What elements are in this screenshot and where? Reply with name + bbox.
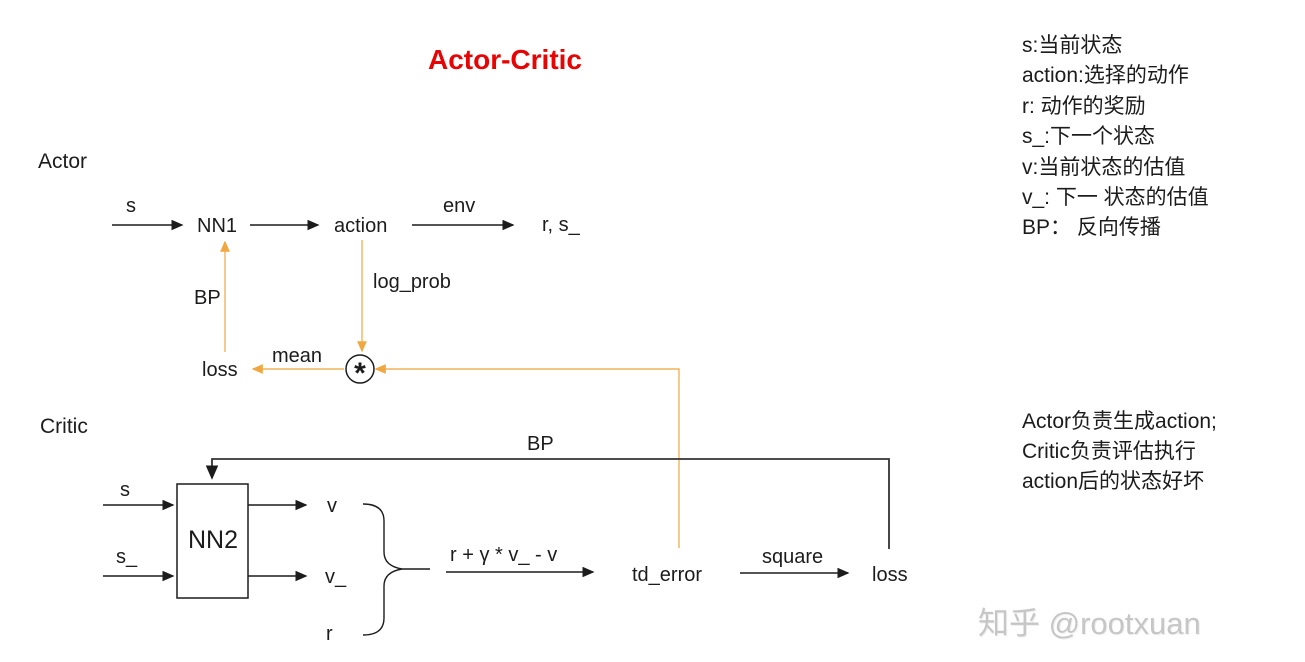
critic-state-label: s — [120, 479, 130, 501]
nn1-label: NN1 — [197, 215, 237, 237]
reward-next-state-label: r, s_ — [542, 214, 581, 236]
actor-section-label: Actor — [38, 150, 87, 173]
actor-loss-label: loss — [202, 359, 238, 381]
nn2-box — [176, 483, 249, 599]
v-label: v — [327, 495, 337, 517]
note-line-3: action后的状态好坏 — [1022, 470, 1205, 493]
multiply-symbol: * — [354, 357, 366, 390]
action-label: action — [334, 215, 387, 237]
actor-bp-label: BP — [194, 287, 221, 309]
v-next-label: v_ — [325, 566, 347, 588]
mean-label: mean — [272, 345, 322, 367]
critic-loss-label: loss — [872, 564, 908, 586]
legend-line-v: v:当前状态的估值 — [1022, 155, 1186, 179]
legend-line-s-next: s_:下一个状态 — [1022, 125, 1156, 149]
r-label: r — [326, 623, 333, 645]
square-label: square — [762, 546, 823, 568]
critic-bp-label: BP — [527, 433, 554, 455]
legend-line-r: r: 动作的奖励 — [1022, 94, 1146, 118]
legend-line-s: s:当前状态 — [1022, 34, 1123, 57]
actor-state-label: s — [126, 195, 136, 217]
line-tderror-to-multiply — [374, 364, 680, 548]
page-title: Actor-Critic — [427, 44, 582, 75]
gather-brace — [362, 503, 403, 636]
flow-diagram: Actor s NN1 action env r, s_ log_prob BP… — [38, 150, 908, 645]
legend-line-action: action:选择的动作 — [1022, 64, 1189, 88]
nn2-label: NN2 — [188, 526, 238, 554]
explanation-note: Actor负责生成action; Critic负责评估执行 action后的状态… — [1022, 407, 1217, 497]
td-error-label: td_error — [632, 564, 702, 586]
note-line-1: Actor负责生成action; — [1022, 410, 1217, 433]
watermark-text: 知乎 @rootxuan — [978, 606, 1201, 641]
legend-line-bp: BP： 反向传播 — [1022, 216, 1161, 240]
log-prob-label: log_prob — [373, 271, 451, 293]
critic-next-state-label: s_ — [116, 546, 138, 568]
env-label: env — [443, 195, 475, 217]
td-formula-label: r + γ * v_ - v — [450, 544, 557, 566]
note-line-2: Critic负责评估执行 — [1022, 440, 1196, 463]
critic-section-label: Critic — [40, 415, 88, 438]
line-critic-bp-loss-to-nn2 — [205, 458, 890, 549]
multiply-node-circle — [345, 354, 375, 384]
legend-line-v-next: v_: 下一 状态的估值 — [1022, 186, 1209, 210]
symbol-legend: s:当前状态 action:选择的动作 r: 动作的奖励 s_:下一个状态 v:… — [1022, 31, 1209, 244]
